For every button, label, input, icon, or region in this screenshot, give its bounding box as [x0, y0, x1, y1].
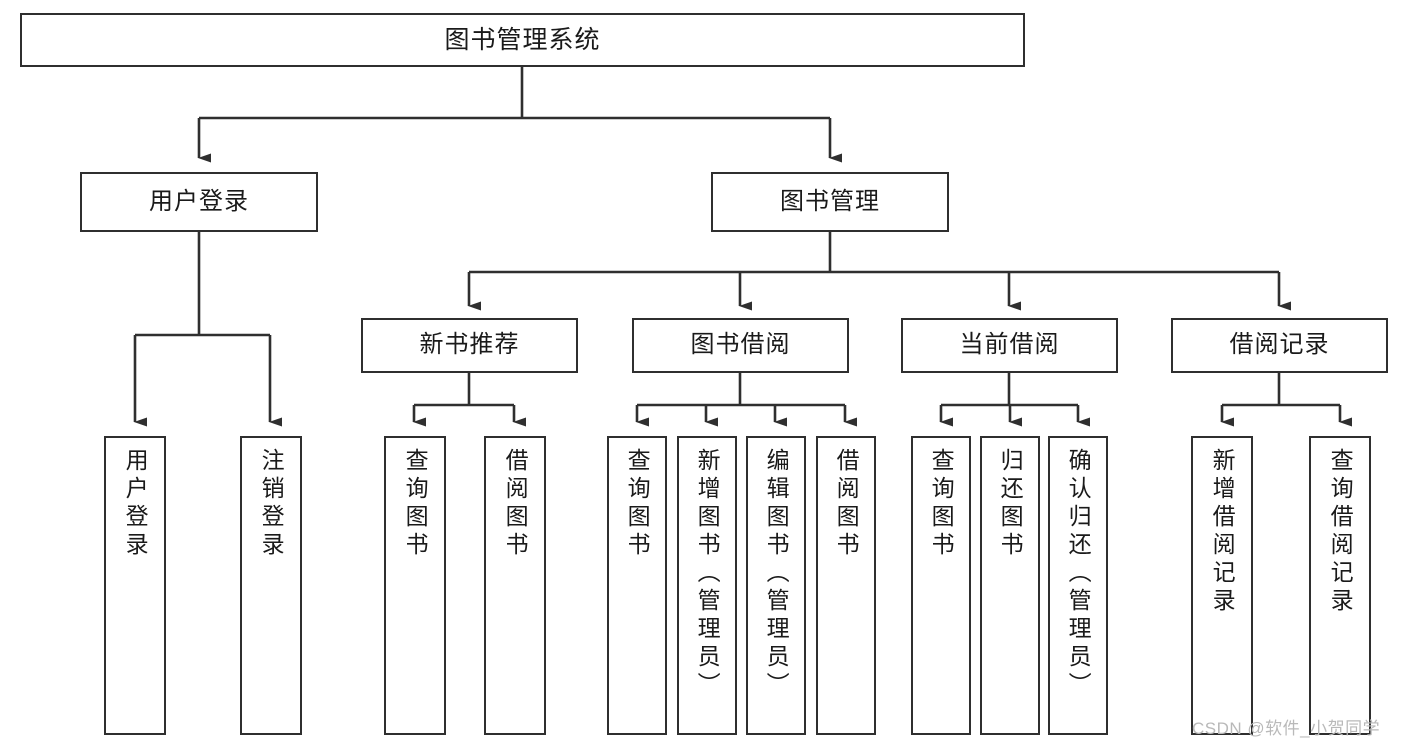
- csdn-watermark: CSDN @软件_小贺同学: [1192, 719, 1381, 738]
- leaf-bb-add-book-admin[interactable]: 新增图书（管理员）: [677, 436, 737, 735]
- node-book-manage[interactable]: 图书管理: [711, 172, 949, 232]
- leaf-nbr-borrow-book-label: 借阅图书: [502, 448, 529, 560]
- node-current-borrow-label: 当前借阅: [959, 331, 1060, 359]
- node-user-login[interactable]: 用户登录: [80, 172, 318, 232]
- leaf-cb-return-book[interactable]: 归还图书: [980, 436, 1040, 735]
- node-current-borrow[interactable]: 当前借阅: [901, 318, 1118, 373]
- leaf-br-add-record[interactable]: 新增借阅记录: [1191, 436, 1253, 735]
- leaf-br-add-record-label: 新增借阅记录: [1209, 448, 1236, 616]
- leaf-bb-borrow-book[interactable]: 借阅图书: [816, 436, 876, 735]
- leaf-user-login[interactable]: 用户登录: [104, 436, 166, 735]
- node-root-system-label: 图书管理系统: [444, 26, 601, 54]
- leaf-bb-edit-book-admin-label: 编辑图书（管理员）: [763, 448, 790, 700]
- leaf-cb-confirm-return-admin-label: 确认归还（管理员）: [1065, 448, 1092, 700]
- leaf-bb-query-book[interactable]: 查询图书: [607, 436, 667, 735]
- node-new-book-recommend-label: 新书推荐: [419, 331, 520, 359]
- node-borrow-record-label: 借阅记录: [1229, 331, 1330, 359]
- node-new-book-recommend[interactable]: 新书推荐: [361, 318, 578, 373]
- leaf-cb-query-book-label: 查询图书: [928, 448, 955, 560]
- leaf-cb-return-book-label: 归还图书: [997, 448, 1024, 560]
- node-root-system[interactable]: 图书管理系统: [20, 13, 1025, 67]
- leaf-bb-edit-book-admin[interactable]: 编辑图书（管理员）: [746, 436, 806, 735]
- leaf-user-login-label: 用户登录: [122, 448, 149, 560]
- node-user-login-label: 用户登录: [149, 187, 249, 215]
- leaf-bb-borrow-book-label: 借阅图书: [833, 448, 860, 560]
- node-book-manage-label: 图书管理: [780, 187, 880, 215]
- leaf-nbr-query-book-label: 查询图书: [402, 448, 429, 560]
- leaf-logout-label: 注销登录: [258, 448, 285, 560]
- node-book-borrow[interactable]: 图书借阅: [632, 318, 849, 373]
- node-borrow-record[interactable]: 借阅记录: [1171, 318, 1388, 373]
- leaf-nbr-query-book[interactable]: 查询图书: [384, 436, 446, 735]
- leaf-bb-add-book-admin-label: 新增图书（管理员）: [694, 448, 721, 700]
- leaf-bb-query-book-label: 查询图书: [624, 448, 651, 560]
- leaf-cb-confirm-return-admin[interactable]: 确认归还（管理员）: [1048, 436, 1108, 735]
- leaf-br-query-record-label: 查询借阅记录: [1327, 448, 1354, 616]
- leaf-logout[interactable]: 注销登录: [240, 436, 302, 735]
- leaf-cb-query-book[interactable]: 查询图书: [911, 436, 971, 735]
- node-book-borrow-label: 图书借阅: [690, 331, 791, 359]
- leaf-br-query-record[interactable]: 查询借阅记录: [1309, 436, 1371, 735]
- leaf-nbr-borrow-book[interactable]: 借阅图书: [484, 436, 546, 735]
